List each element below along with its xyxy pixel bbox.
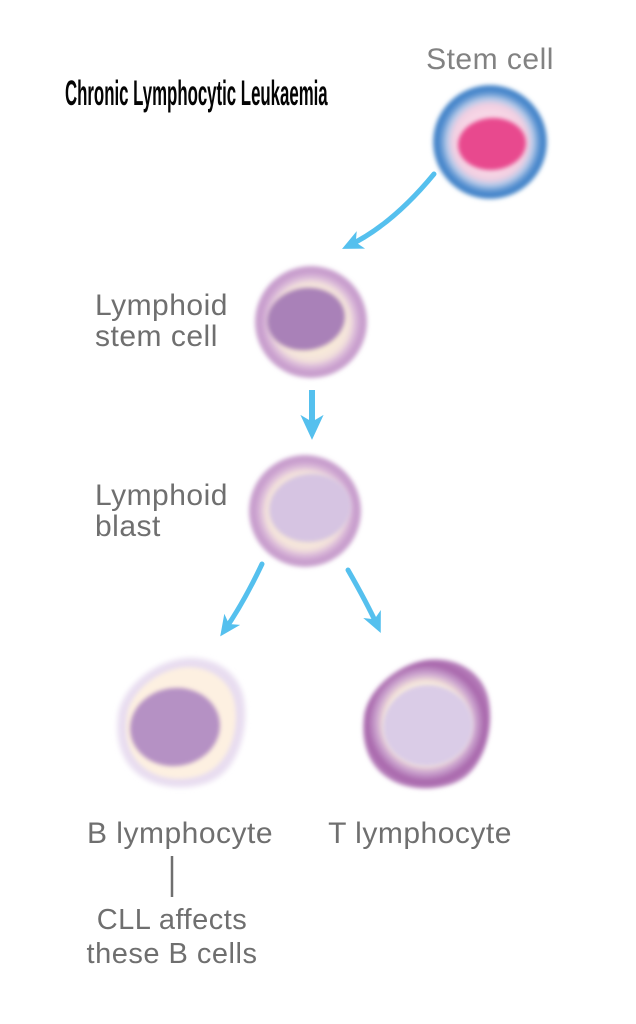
b-lymphocyte-nucleus [130,687,220,767]
lymphoid-stem-cell-nucleus [267,287,345,351]
lymphoid-stem-cell-graphic [255,266,367,378]
page-title: Chronic Lymphocytic Leukaemia [65,74,328,113]
b-lymphocyte-label: B lymphocyte [86,817,274,850]
t-lymphocyte-graphic [363,659,491,789]
lymphoid-stem-cell-label: Lymphoid stem cell [95,289,228,353]
arrow-stem-to-lymphoid [342,171,437,249]
t-lymphocyte-label: T lymphocyte [328,817,512,850]
arrow-blast-to-t [345,567,381,633]
stem-cell-label: Stem cell [426,43,554,76]
stem-cell-graphic [433,85,547,199]
b-lymphocyte-graphic [117,657,246,788]
cll-annotation: CLL affects these B cells [86,904,258,970]
lymphoid-blast-label: Lymphoid blast [95,479,228,543]
lymphoid-blast-graphic [249,455,361,567]
t-lymphocyte-nucleus [383,685,473,767]
lymphoid-blast-nucleus [269,473,351,543]
arrow-blast-to-b [220,561,265,637]
stem-cell-nucleus [458,117,526,171]
